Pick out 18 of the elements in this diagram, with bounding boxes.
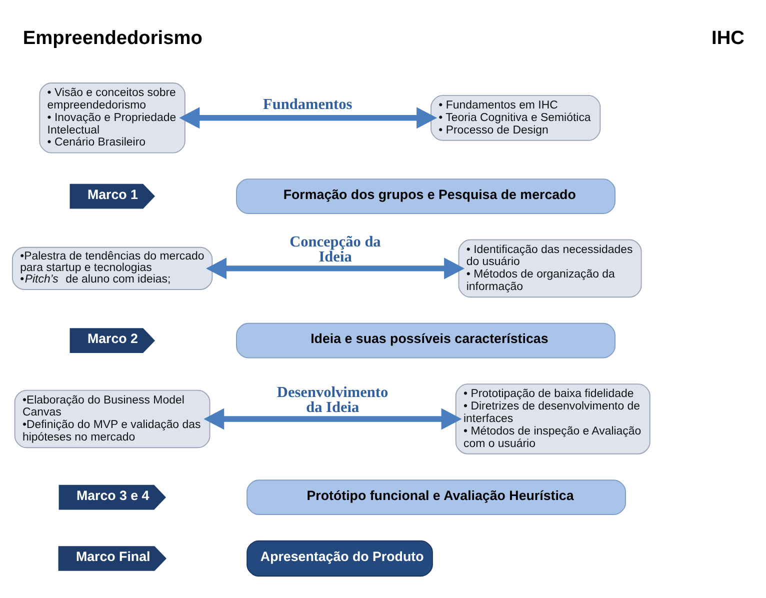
node-box: •Palestra de tendências do mercado para startup e tecnologias •Pitch’s de aluno com ideias; xyxy=(12,246,213,290)
node-box: • Fundamentos em IHC • Teoria Cognitiva e Semiótica • Processo de Design xyxy=(430,94,601,140)
edge-label: Concepção da Ideia xyxy=(290,232,381,266)
arrow xyxy=(204,408,462,430)
node-box: • Identificação das necessidades do usuário • Métodos de organização da informação xyxy=(458,238,642,298)
label: Empreendedorismo xyxy=(22,27,202,48)
label: IHC xyxy=(712,27,744,48)
arrow xyxy=(179,106,438,128)
node-box: •Elaboração do Business Model Canvas •Definição do MVP e validação das hipóteses no mercado xyxy=(14,389,210,448)
node-box: • Visão e conceitos sobre empreendedorismo • Inovação e Propriedade Intelectual • Cenário Brasileiro xyxy=(39,82,186,153)
node-box: Formação dos grupos e Pesquisa de mercado xyxy=(236,178,616,214)
node-box: Apresentação do Produto xyxy=(246,540,433,576)
node-box: Protótipo funcional e Avaliação Heurística xyxy=(246,479,626,515)
arrow xyxy=(206,257,465,279)
node-box: • Prototipação de baixa fidelidade • Diretrizes de desenvolvimento de interfaces • Métodos de inspeção e Avaliação com o usuário xyxy=(455,383,650,454)
node-box: Ideia e suas possíveis características xyxy=(236,322,616,358)
edge-label: Desenvolvimento da Ideia xyxy=(276,383,388,416)
edge-label: Fundamentos xyxy=(263,96,352,113)
